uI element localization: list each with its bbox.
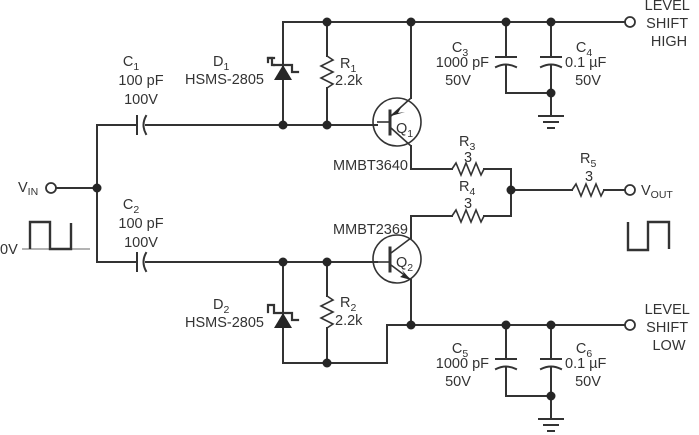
c5-rating: 50V [445, 374, 471, 390]
junction-dot [546, 17, 556, 27]
capacitor-c5 [494, 358, 518, 371]
c3-rating: 50V [445, 73, 471, 89]
level-shift-high-label: LEVEL SHIFT HIGH [645, 0, 694, 50]
q2-ref: Q2 [396, 255, 413, 274]
d1-part: HSMS-2805 [185, 72, 264, 88]
junction-dot [322, 257, 332, 267]
wire-c5 [505, 324, 552, 397]
resistor-r1 [319, 55, 335, 89]
ground-icon [538, 115, 564, 129]
r1-ref: R1 [340, 56, 356, 75]
junction-dot [322, 358, 332, 368]
q1-ref: Q1 [396, 121, 413, 140]
d2-ref: D2 [213, 297, 229, 316]
junction-dot [546, 391, 556, 401]
junction-dot [546, 320, 556, 330]
vout-terminal [624, 184, 636, 196]
terminals [45, 16, 636, 331]
c6-rating: 50V [575, 374, 601, 390]
r2-value: 2.2k [335, 313, 363, 329]
q2-part: MMBT2369 [333, 222, 408, 238]
r5-value: 3 [585, 169, 593, 185]
junction-dot [92, 183, 102, 193]
r3-value: 3 [464, 150, 472, 166]
c4-ref: C4 [576, 40, 592, 59]
c4-value: 0.1 µF [565, 55, 607, 71]
capacitor-c6 [539, 358, 563, 371]
d2-part: HSMS-2805 [185, 315, 264, 331]
junction-dot [322, 17, 332, 27]
wire-r3-right [483, 168, 512, 217]
junction-dot [501, 17, 511, 27]
r4-value: 3 [464, 196, 472, 212]
level-shift-low-label: LEVEL SHIFT LOW [645, 302, 694, 354]
c4-rating: 50V [575, 73, 601, 89]
wire-d2 [282, 261, 412, 364]
resistor-r5 [571, 181, 605, 199]
r3-ref: R3 [459, 134, 475, 153]
r5-ref: R5 [580, 151, 596, 170]
c5-ref: C5 [452, 341, 468, 360]
wire-q2-collector [410, 215, 453, 239]
wire-q1-collector [410, 145, 453, 170]
capacitor-c1 [136, 114, 148, 136]
junction-dot [506, 185, 516, 195]
c6-ref: C6 [576, 341, 592, 360]
junction-dot [278, 120, 288, 130]
c2-ref: C2 [123, 197, 139, 216]
zero-volt-label: 0V [0, 242, 18, 258]
c1-value: 100 pF [118, 73, 163, 89]
junction-dot [501, 320, 511, 330]
schottky-diode-d1 [266, 56, 300, 80]
ground-icon [538, 418, 564, 432]
c1-ref: C1 [123, 54, 139, 73]
vout-label: VOUT [641, 183, 673, 201]
schottky-diode-d2 [266, 303, 300, 328]
vin-label: VIN [18, 180, 38, 198]
level-shift-low-terminal [624, 319, 636, 331]
junction-dot [406, 17, 416, 27]
resistor-r3 [451, 160, 485, 178]
junctions [92, 17, 556, 401]
c2-rating: 100V [124, 235, 158, 251]
transistor-q2-npn [372, 234, 422, 284]
junction-dot [278, 257, 288, 267]
capacitor-c2 [136, 251, 148, 273]
junction-dot [322, 120, 332, 130]
junction-dot [546, 88, 556, 98]
capacitor-c3 [494, 56, 518, 69]
vin-terminal [45, 182, 57, 194]
c6-value: 0.1 µF [565, 356, 607, 372]
output-waveform [626, 220, 671, 252]
c5-value: 1000 pF [436, 356, 489, 372]
q1-part: MMBT3640 [333, 158, 408, 174]
capacitor-c4 [539, 56, 563, 69]
resistor-r4 [451, 207, 485, 225]
r4-ref: R4 [459, 179, 475, 198]
c3-value: 1000 pF [436, 55, 489, 71]
junction-dot [406, 320, 416, 330]
wire-c3 [505, 21, 552, 94]
d1-ref: D1 [213, 54, 229, 73]
c2-value: 100 pF [118, 216, 163, 232]
r1-value: 2.2k [335, 73, 363, 89]
c3-ref: C3 [452, 40, 468, 59]
resistor-r2 [319, 295, 335, 329]
level-shift-high-terminal [624, 16, 636, 28]
input-waveform [22, 220, 90, 251]
c1-rating: 100V [124, 92, 158, 108]
transistor-q1-pnp [372, 97, 422, 147]
r2-ref: R2 [340, 295, 356, 314]
